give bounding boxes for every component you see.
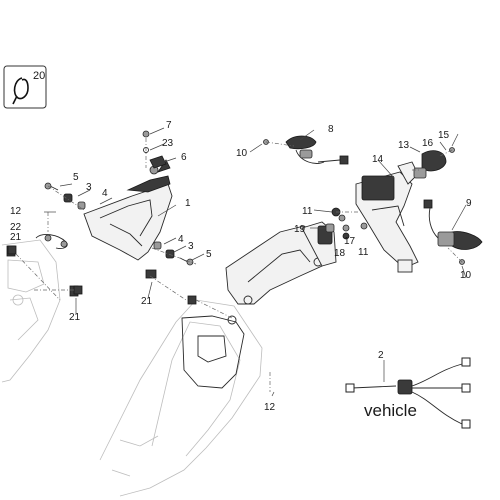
assembly-lines <box>15 138 463 392</box>
callout-11-right: 11 <box>358 247 369 258</box>
callout-14: 14 <box>372 154 384 165</box>
turn-signal-lower <box>423 199 483 265</box>
callout-17: 17 <box>344 236 356 247</box>
callout-21-mid: 21 <box>141 296 153 307</box>
callout-10-top: 10 <box>236 148 248 159</box>
vehicle-label: vehicle <box>364 401 417 420</box>
license-plate-bracket <box>225 221 337 305</box>
callout-5-right: 5 <box>206 249 212 260</box>
callout-8: 8 <box>328 124 334 135</box>
callout-23: 23 <box>162 138 174 149</box>
callout-3-left: 3 <box>86 182 92 193</box>
top-fasteners <box>142 130 167 169</box>
taillight-housing <box>83 159 173 261</box>
callout-11-left: 11 <box>302 206 313 217</box>
callout-1: 1 <box>185 198 191 209</box>
tail-subframe-ghost <box>99 299 263 497</box>
callout-16: 16 <box>422 138 434 149</box>
callout-10-right: 10 <box>460 270 472 281</box>
callout-5-left: 5 <box>73 172 79 183</box>
fastener-cluster-mid <box>325 207 368 240</box>
callout-numbers: 1 2 3 3 4 4 5 5 6 7 8 9 10 10 11 11 12 1… <box>10 120 472 413</box>
callout-18: 18 <box>334 248 346 259</box>
callout-4-left: 4 <box>102 188 108 199</box>
callout-9: 9 <box>466 198 472 209</box>
rear-frame-ghost <box>1 239 61 383</box>
callout-12-bottom: 12 <box>264 402 276 413</box>
callout-12-left: 12 <box>10 206 22 217</box>
callout-3-right: 3 <box>188 241 194 252</box>
callout-4-right: 4 <box>178 234 184 245</box>
callout-22: 22 <box>10 222 22 233</box>
fastener-cluster-right <box>153 241 194 266</box>
callout-6: 6 <box>181 152 187 163</box>
callout-13: 13 <box>398 140 410 151</box>
clips <box>7 245 197 305</box>
callout-21-left: 21 <box>10 232 22 243</box>
turn-signal-upper <box>263 135 349 165</box>
reflector <box>413 147 455 179</box>
rotation-arrow-icon <box>13 77 29 100</box>
callout-21-bottom: 21 <box>69 312 81 323</box>
callout-2: 2 <box>378 350 384 361</box>
page-badge: 20 <box>3 65 47 109</box>
callout-19: 19 <box>294 224 306 235</box>
badge-label: 20 <box>33 70 45 82</box>
wiring-harness: vehicle <box>345 357 471 429</box>
rear-light-bracket <box>355 161 419 273</box>
callout-15: 15 <box>438 130 450 141</box>
leader-lines <box>44 127 467 397</box>
callout-7: 7 <box>166 120 172 131</box>
